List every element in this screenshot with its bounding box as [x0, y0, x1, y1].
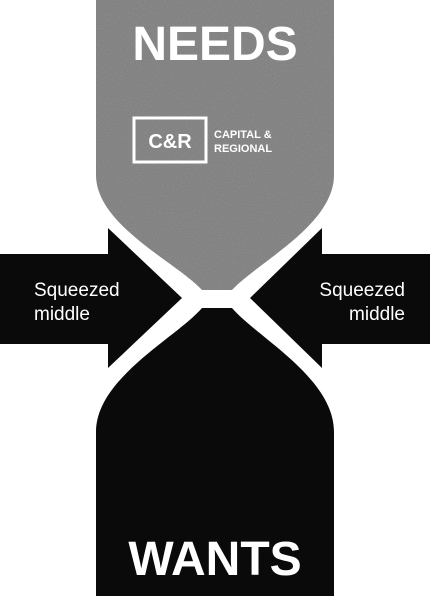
logo-monogram: C&R: [148, 131, 192, 153]
left-arrow-line1: Squeezed: [34, 280, 120, 301]
right-arrow-line2: middle: [349, 304, 405, 325]
right-arrow-line1: Squeezed: [319, 280, 405, 301]
wants-label: WANTS: [128, 533, 301, 586]
needs-label: NEEDS: [132, 18, 297, 71]
left-arrow-line2: middle: [34, 304, 90, 325]
logo-text-line2: REGIONAL: [214, 143, 272, 155]
logo-text-line1: CAPITAL &: [214, 129, 272, 141]
